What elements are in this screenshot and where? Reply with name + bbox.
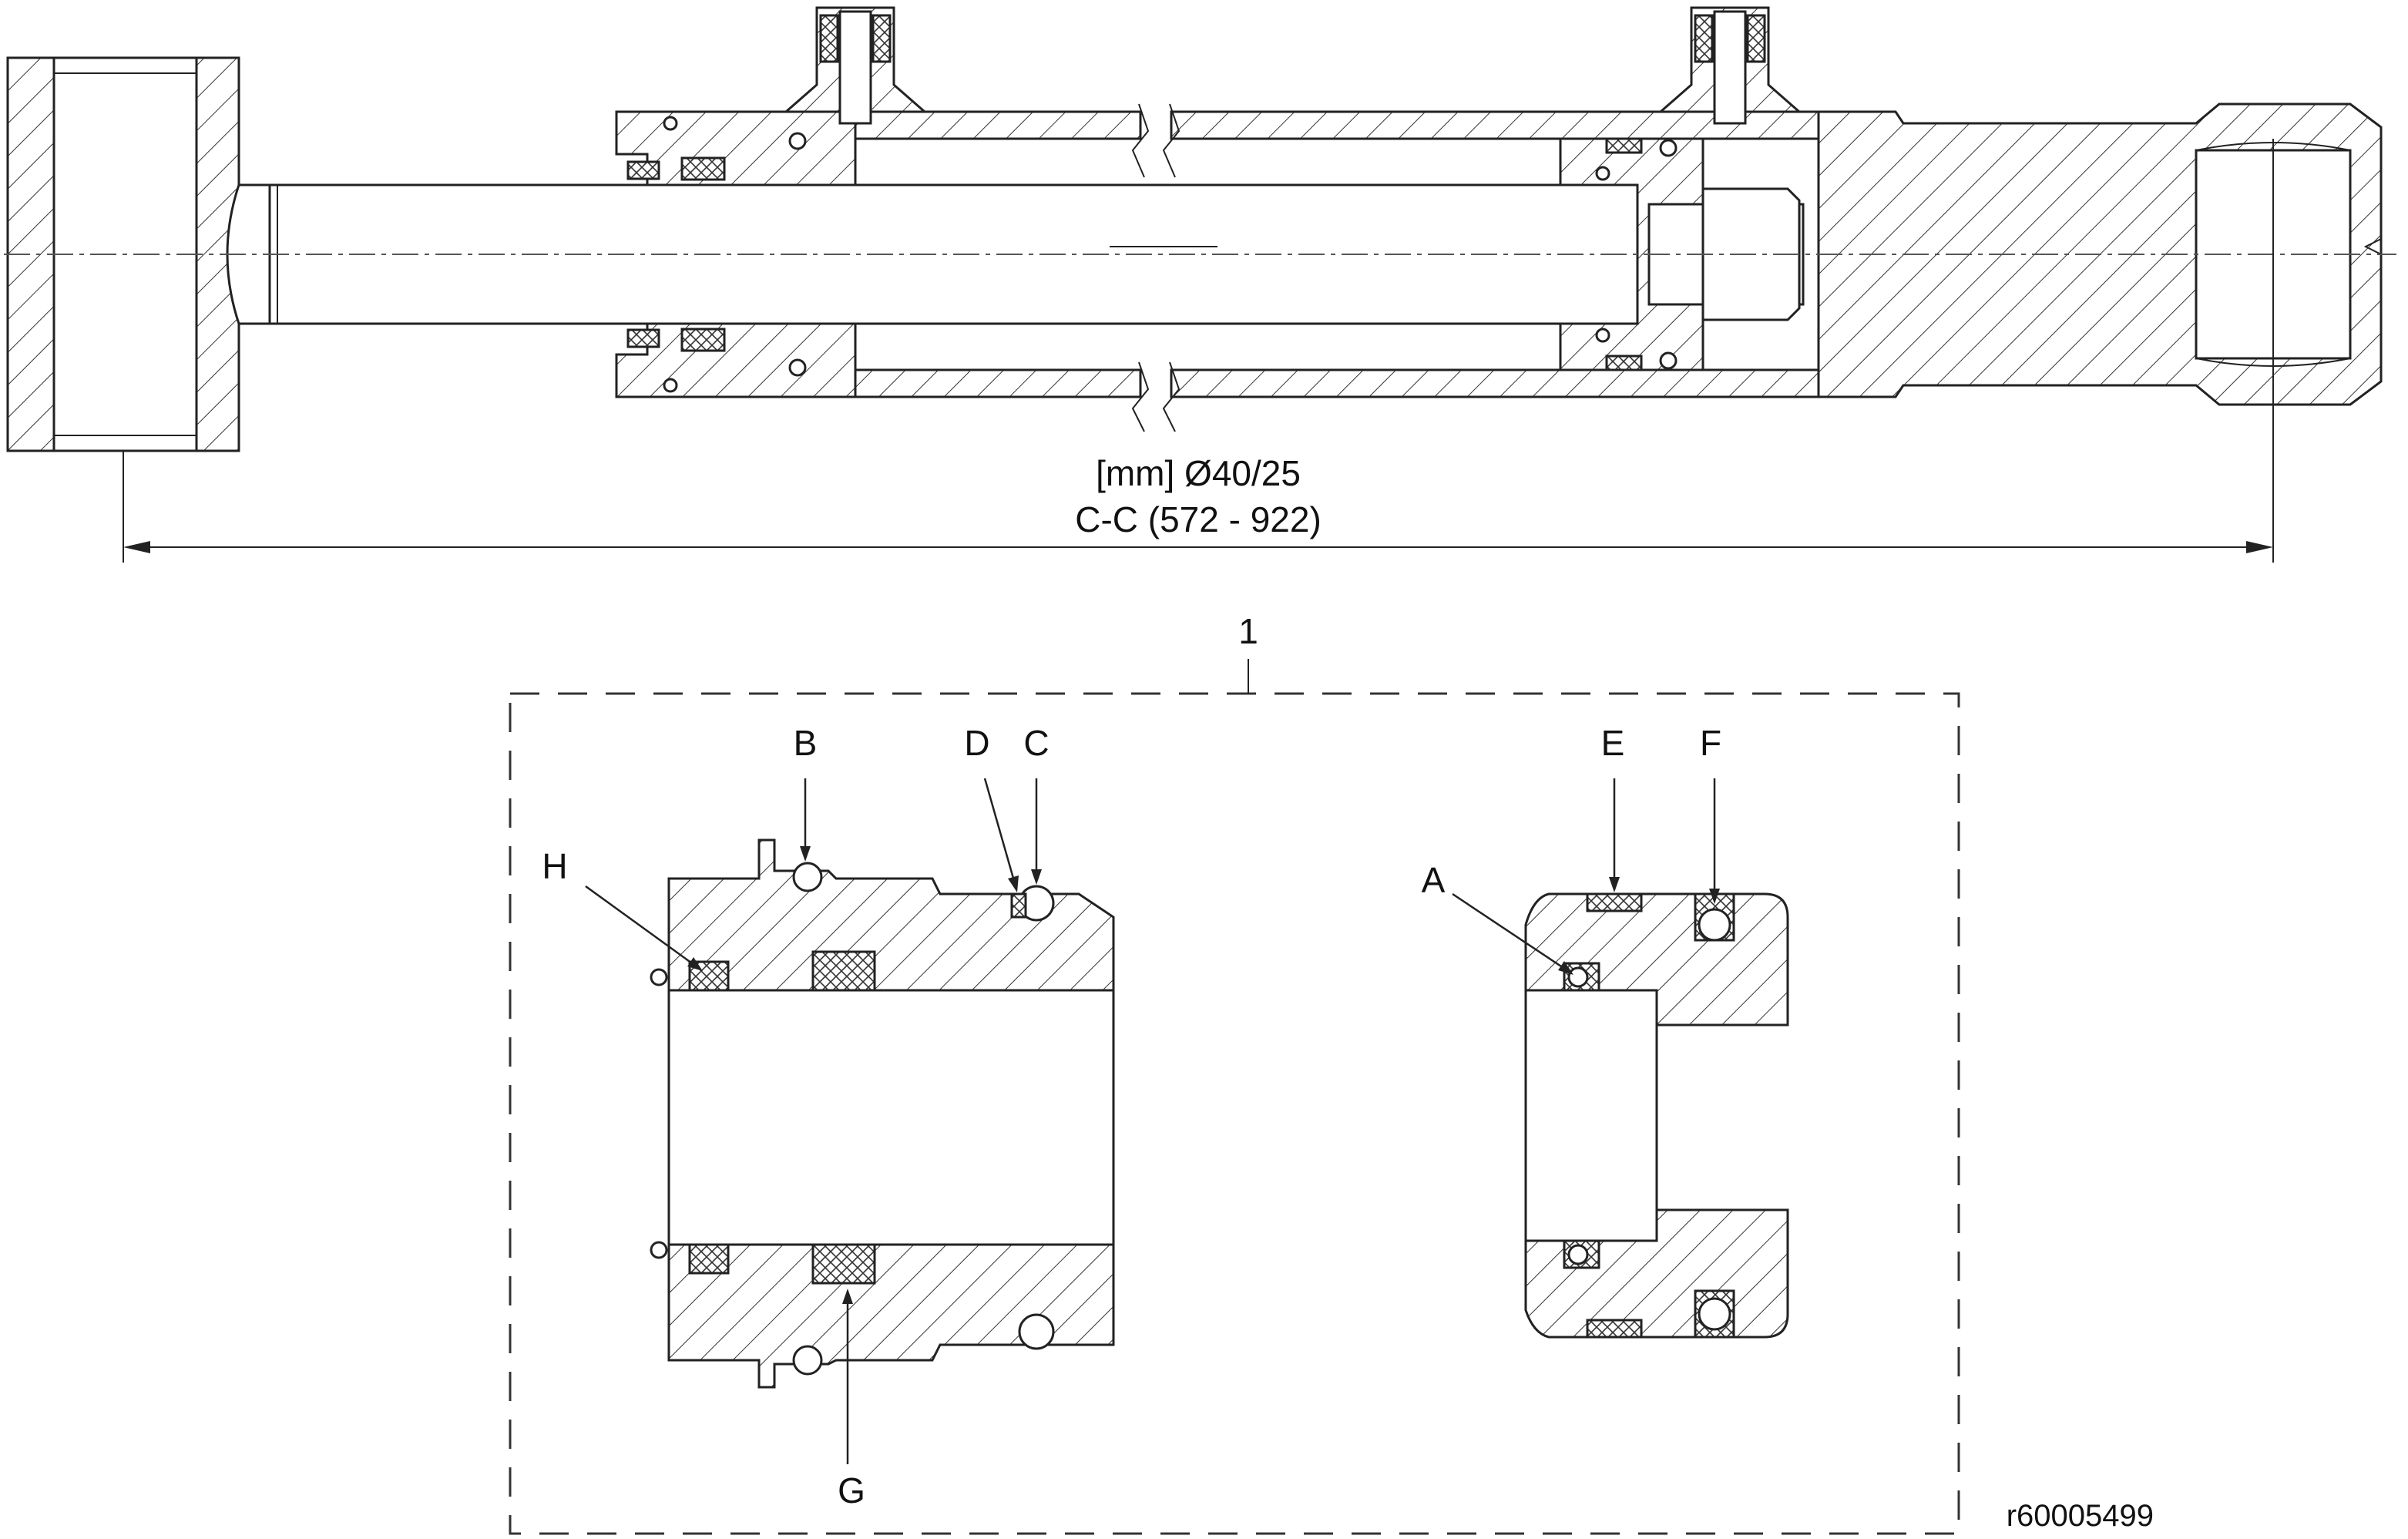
label-a: A <box>1422 860 1446 900</box>
leader-lines <box>585 778 1720 1464</box>
label-h: H <box>542 846 567 886</box>
port-left <box>783 6 928 125</box>
port-right <box>1657 6 1802 125</box>
cylinder-section-view: [mm] Ø40/25 C-C (572 - 922) <box>4 6 2396 563</box>
center-distance-label: C-C (572 - 922) <box>1075 499 1322 539</box>
label-f: F <box>1700 723 1721 763</box>
reference-code: r60005499 <box>2007 1499 2154 1533</box>
detail-label: 1 <box>1238 611 1258 651</box>
label-g: G <box>838 1470 865 1510</box>
label-c: C <box>1023 723 1049 763</box>
length-dimension <box>123 139 2274 563</box>
label-b: B <box>794 723 818 763</box>
piston-detail <box>1524 892 1789 1339</box>
label-d: D <box>964 723 989 763</box>
gland-detail <box>650 838 1115 1389</box>
bore-rod-diameter-label: [mm] Ø40/25 <box>1096 453 1301 493</box>
label-e: E <box>1601 723 1625 763</box>
cylinder-gland <box>615 110 857 398</box>
detail-1-frame <box>509 659 1960 1535</box>
